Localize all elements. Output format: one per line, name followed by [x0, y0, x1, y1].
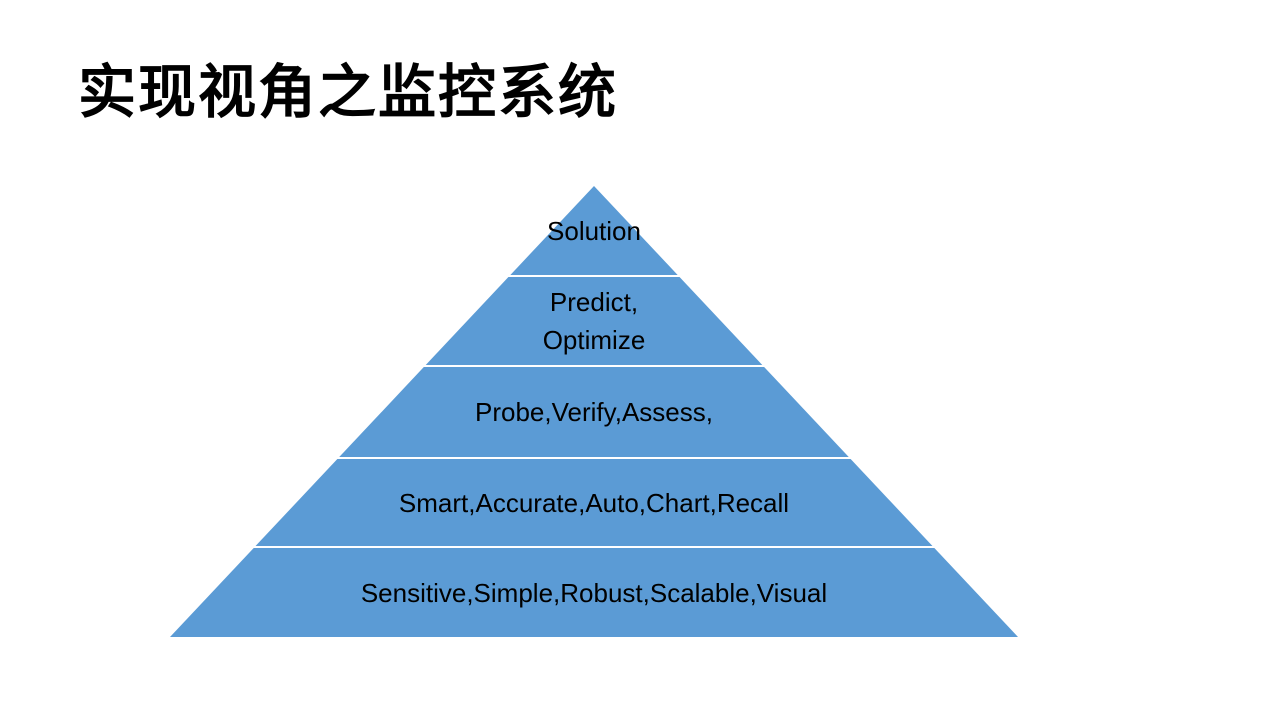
- pyramid-shape: [170, 186, 1018, 637]
- pyramid-level-3-shape: [170, 367, 1018, 457]
- pyramid-level-5-shape: [170, 548, 1018, 637]
- slide-title: 实现视角之监控系统: [78, 60, 619, 125]
- pyramid-diagram: Solution Predict, Optimize Probe,Verify,…: [170, 186, 1018, 637]
- pyramid-level-4-shape: [170, 459, 1018, 546]
- pyramid-level-1-shape: [170, 186, 1018, 275]
- pyramid-level-2-shape: [170, 277, 1018, 365]
